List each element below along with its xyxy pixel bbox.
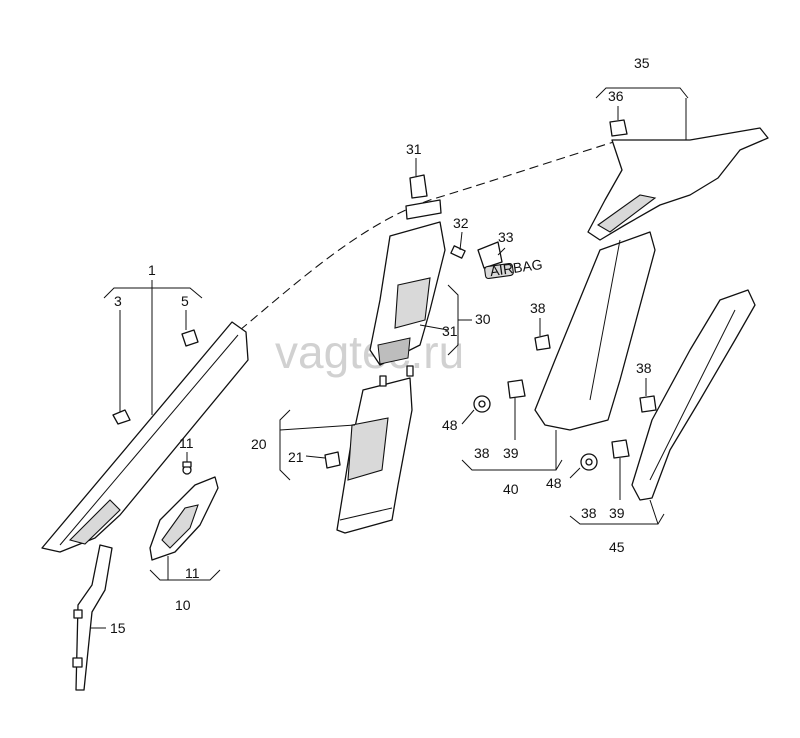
roofline-dashed <box>239 139 621 331</box>
callout-35: 35 <box>634 55 650 71</box>
clip-part-36 <box>609 119 628 137</box>
screw-part-11 <box>182 461 192 475</box>
callout-5: 5 <box>181 293 189 309</box>
screw-part-32 <box>450 245 466 259</box>
c-pillar-upper-part-35 <box>587 127 769 241</box>
callout-38-c: 38 <box>636 360 652 376</box>
callout-36: 36 <box>608 88 624 104</box>
grommet-part-48-a <box>473 395 491 413</box>
watermark: vagtec.ru <box>275 326 464 378</box>
callout-3: 3 <box>114 293 122 309</box>
clip-part-3 <box>112 409 131 425</box>
callout-20: 20 <box>251 436 267 452</box>
airbag-placard-part-33: AIRBAG <box>477 241 544 279</box>
callout-1: 1 <box>148 262 156 278</box>
callout-39-b: 39 <box>609 505 625 521</box>
b-pillar-upper-part-30 <box>369 199 446 366</box>
b-pillar-lower-part-20 <box>336 365 414 534</box>
callout-21: 21 <box>288 449 304 465</box>
clip-part-38-b <box>639 395 657 413</box>
c-pillar-lower-part-40 <box>534 231 656 431</box>
callout-48-b: 48 <box>546 475 562 491</box>
callout-31-top: 31 <box>406 141 422 157</box>
callout-38-a: 38 <box>530 300 546 316</box>
clip-part-38-a <box>534 334 551 351</box>
a-pillar-trim <box>41 321 249 553</box>
clip-part-21 <box>324 451 341 469</box>
clip-part-39-a <box>507 379 526 399</box>
callout-38-d: 38 <box>581 505 597 521</box>
callout-labels: 1 3 5 11 11 10 15 20 21 31 31 30 32 33 3… <box>110 55 652 636</box>
callout-33: 33 <box>498 229 514 245</box>
clip-part-39-b <box>611 439 630 459</box>
leader-lines <box>90 87 689 629</box>
d-pillar-part-45 <box>631 289 756 501</box>
callout-11-screw: 11 <box>179 435 194 451</box>
callout-31: 31 <box>442 323 458 339</box>
clip-part-31 <box>409 174 428 199</box>
lower-strip-part-15 <box>72 544 113 691</box>
callout-39-a: 39 <box>503 445 519 461</box>
callout-38-b: 38 <box>474 445 490 461</box>
callout-45: 45 <box>609 539 625 555</box>
placard-text: AIRBAG <box>489 256 544 279</box>
callout-15: 15 <box>110 620 126 636</box>
clip-part-5 <box>181 329 199 347</box>
callout-10: 10 <box>175 597 191 613</box>
callout-32: 32 <box>453 215 469 231</box>
callout-48-a: 48 <box>442 417 458 433</box>
callout-40: 40 <box>503 481 519 497</box>
callout-11-bracket: 11 <box>185 565 200 581</box>
footwell-trim-part-10 <box>149 476 219 561</box>
callout-30: 30 <box>475 311 491 327</box>
grommet-part-48-b <box>580 453 598 471</box>
